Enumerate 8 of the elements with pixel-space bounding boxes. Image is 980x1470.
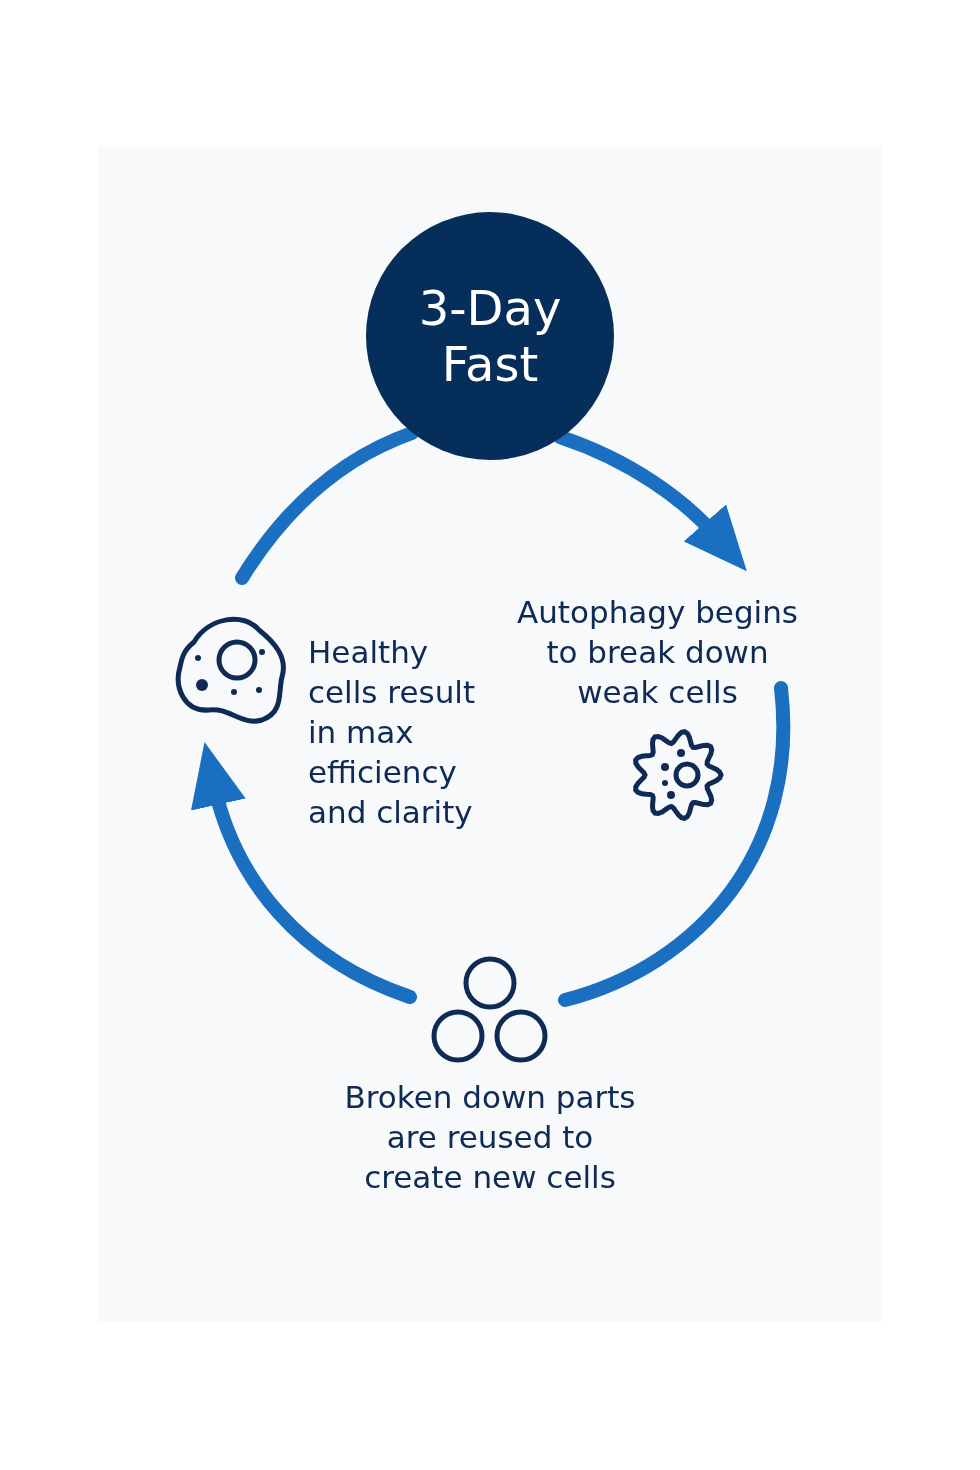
step-text: Broken down parts are reused to create new cells [343, 1078, 637, 1197]
arrow [192, 742, 417, 1004]
connector-line [558, 681, 791, 1007]
arrow [553, 430, 748, 571]
step-text: Healthy cells result in max efficiency and clarity [308, 633, 477, 832]
connector-line [235, 426, 419, 585]
step-text: Autophagy begins to break down weak cells [516, 593, 799, 712]
circle-label: 3-Day Fast [417, 280, 563, 392]
